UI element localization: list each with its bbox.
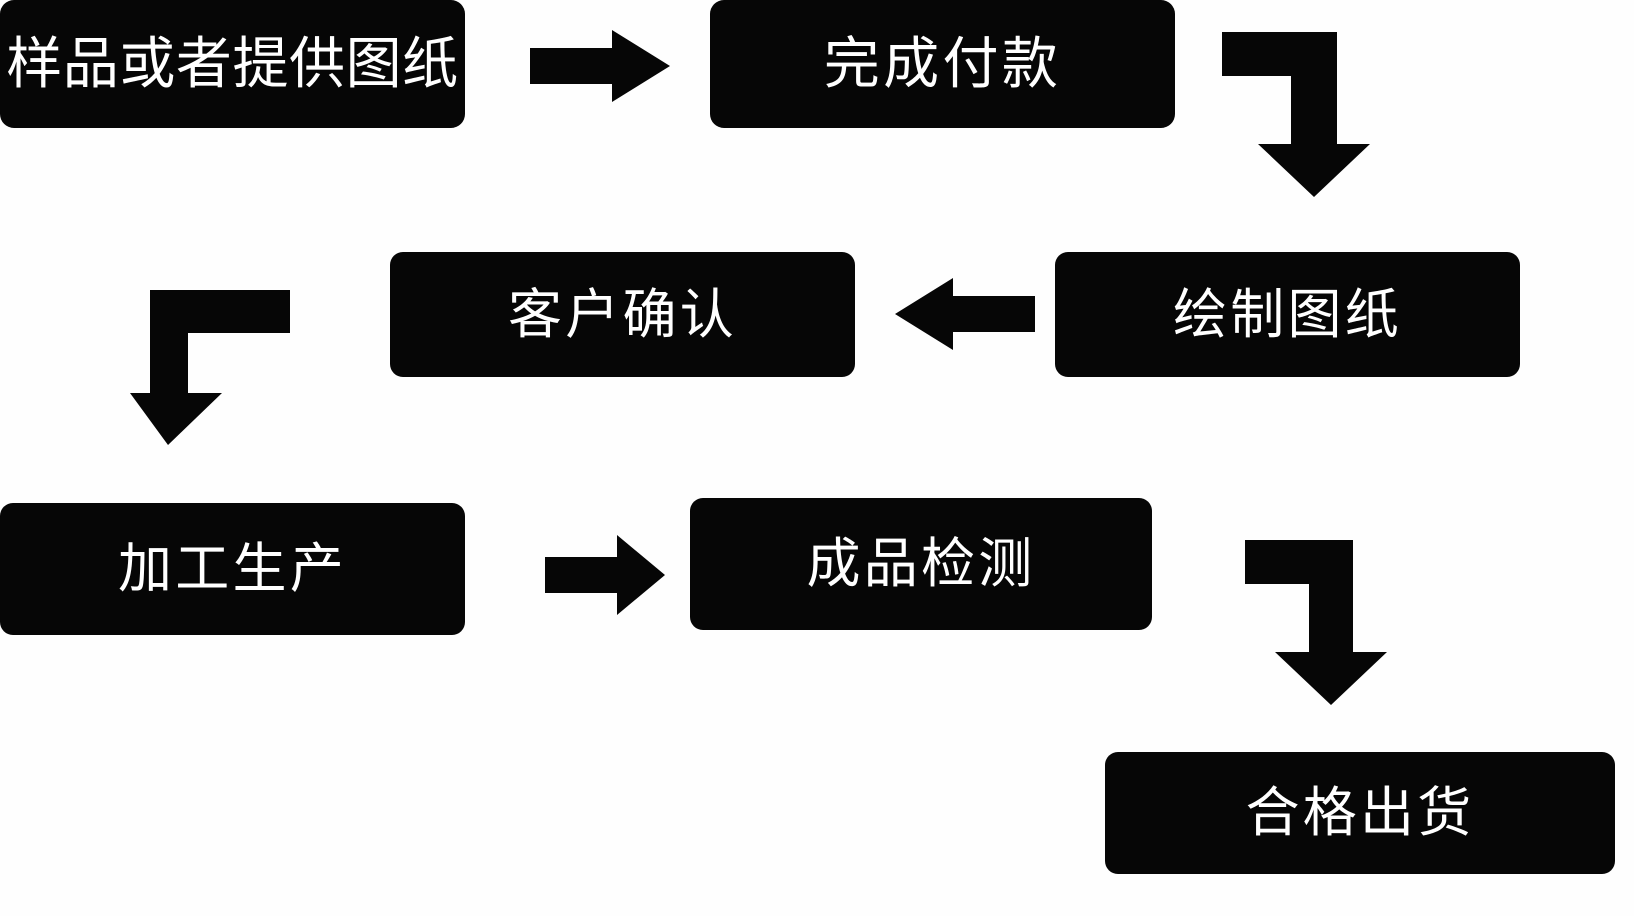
- flow-node-payment[interactable]: 完成付款: [710, 0, 1175, 128]
- arrow-elbow-payment-to-drawing: [1222, 32, 1407, 197]
- flow-node-produce[interactable]: 加工生产: [0, 503, 465, 635]
- arrow-elbow-confirm-to-produce: [130, 290, 290, 445]
- arrow-left-drawing-to-confirm: [895, 278, 1035, 350]
- flow-node-confirm[interactable]: 客户确认: [390, 252, 855, 377]
- flow-node-payment-label: 完成付款: [823, 32, 1062, 95]
- arrow-right-sample-to-payment: [530, 30, 670, 102]
- flow-node-drawing-label: 绘制图纸: [1173, 284, 1402, 345]
- flow-node-shipping[interactable]: 合格出货: [1105, 752, 1615, 874]
- flow-node-sample[interactable]: 样品或者提供图纸: [0, 0, 465, 128]
- arrow-right-produce-to-inspect: [545, 535, 665, 615]
- flow-node-inspect[interactable]: 成品检测: [690, 498, 1152, 630]
- flow-node-drawing[interactable]: 绘制图纸: [1055, 252, 1520, 377]
- arrow-elbow-inspect-to-shipping: [1245, 540, 1415, 705]
- flow-node-sample-label: 样品或者提供图纸: [6, 32, 459, 95]
- flow-node-produce-label: 加工生产: [118, 539, 347, 599]
- flow-node-confirm-label: 客户确认: [508, 284, 737, 345]
- flow-node-inspect-label: 成品检测: [806, 534, 1036, 594]
- flow-node-shipping-label: 合格出货: [1245, 783, 1475, 843]
